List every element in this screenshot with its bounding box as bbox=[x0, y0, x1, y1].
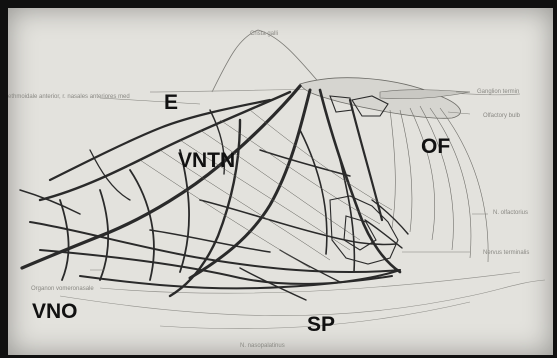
label-of: OF bbox=[421, 136, 450, 158]
label-vntn: VNTN bbox=[178, 150, 235, 172]
annotation-crista-galli: Crista galli bbox=[250, 31, 278, 38]
annotation-ganglion-terminale: Ganglion termin bbox=[477, 89, 519, 96]
annotation-n-olfactorius: N. olfactorius bbox=[493, 210, 528, 217]
label-e: E bbox=[164, 92, 178, 114]
olfactory-nerve-fibers bbox=[390, 106, 488, 262]
leader-lines bbox=[90, 92, 488, 270]
annotation-organon-vomeronasale: Organon vomeronasale bbox=[31, 286, 94, 293]
annotation-nervus-terminalis: Nervus terminalis bbox=[483, 250, 529, 257]
label-vno: VNO bbox=[32, 301, 78, 323]
label-sp: SP bbox=[307, 314, 335, 336]
septum-lines bbox=[60, 272, 545, 329]
annotation-n-nasopalatinus: N. nasopalatinus bbox=[240, 343, 285, 350]
nerve-plexus-network bbox=[20, 86, 408, 300]
annotation-olfactory-bulb: Olfactory bulb bbox=[483, 113, 520, 120]
annotation-ethmoidale: ethmoidale anterior, r. nasales anterior… bbox=[8, 94, 130, 101]
ganglion-terminale-shape bbox=[380, 90, 470, 99]
